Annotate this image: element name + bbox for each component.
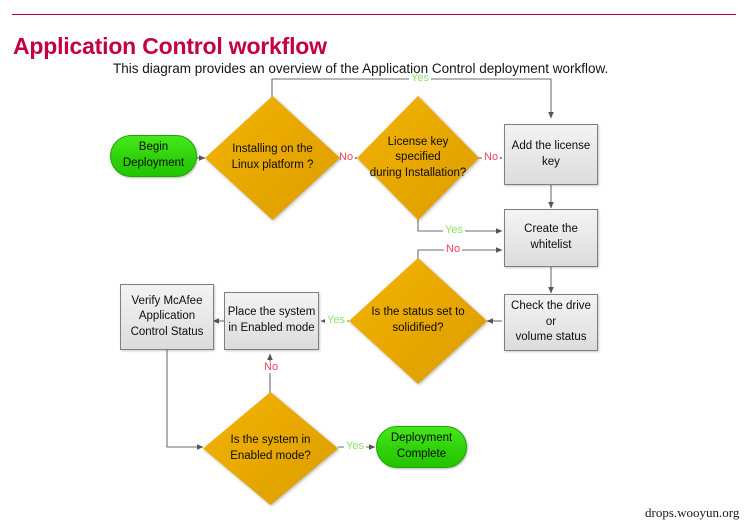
header-divider: [12, 14, 736, 15]
edge-label-linux-no: No: [337, 151, 356, 163]
diamond-shape: [203, 392, 338, 505]
diamond-shape: [349, 258, 487, 384]
diamond-shape: [357, 96, 479, 220]
footer-watermark: drops.wooyun.org: [645, 505, 740, 520]
node-place-system-enabled-mode-label: Place the system in Enabled mode: [227, 306, 316, 334]
workflow-diagram: Yes No No Yes No Yes No Yes Begin Deploy…: [0, 62, 748, 505]
node-check-drive-status-label: Check the drive or volume status: [511, 300, 591, 344]
edge-label-linux-yes: Yes: [409, 72, 431, 84]
node-license-key-specified-decision[interactable]: License key specified during Installatio…: [357, 96, 479, 220]
page-subtitle: This diagram provides an overview of the…: [113, 60, 609, 76]
edge-verifystatus-to-issystem: [166, 349, 204, 450]
diamond-shape: [205, 96, 340, 220]
node-create-whitelist-label: Create the whitelist: [524, 223, 578, 251]
node-deployment-complete-label: Deployment Complete: [390, 432, 453, 460]
edge-label-solidified-no: No: [444, 243, 463, 255]
node-verify-control-status[interactable]: Verify McAfee Application Control Status: [120, 284, 214, 350]
edge-label-licensekey-no: No: [482, 151, 501, 163]
edge-label-solidified-yes: Yes: [325, 314, 347, 326]
edge-label-issystem-no: No: [262, 361, 281, 373]
node-status-solidified-decision[interactable]: Is the status set to solidified?: [349, 258, 487, 384]
node-place-system-enabled-mode[interactable]: Place the system in Enabled mode: [224, 292, 319, 350]
page-title: Application Control workflow: [13, 33, 327, 60]
node-verify-control-status-label: Verify McAfee Application Control Status: [130, 294, 204, 338]
node-add-license-key-label: Add the license key: [511, 139, 591, 168]
node-begin-deployment[interactable]: Begin Deployment: [110, 135, 197, 177]
node-add-license-key[interactable]: Add the license key: [504, 124, 598, 185]
node-deployment-complete[interactable]: Deployment Complete: [376, 426, 467, 468]
node-begin-deployment-label: Begin Deployment: [122, 141, 185, 169]
node-create-whitelist[interactable]: Create the whitelist: [504, 209, 598, 267]
node-check-drive-status[interactable]: Check the drive or volume status: [504, 294, 598, 351]
edge-label-issystem-yes: Yes: [344, 440, 366, 452]
node-system-enabled-mode-decision[interactable]: Is the system in Enabled mode?: [203, 392, 338, 505]
edge-label-licensekey-yes: Yes: [443, 224, 465, 236]
node-installing-on-linux-decision[interactable]: Installing on the Linux platform ?: [205, 96, 340, 220]
